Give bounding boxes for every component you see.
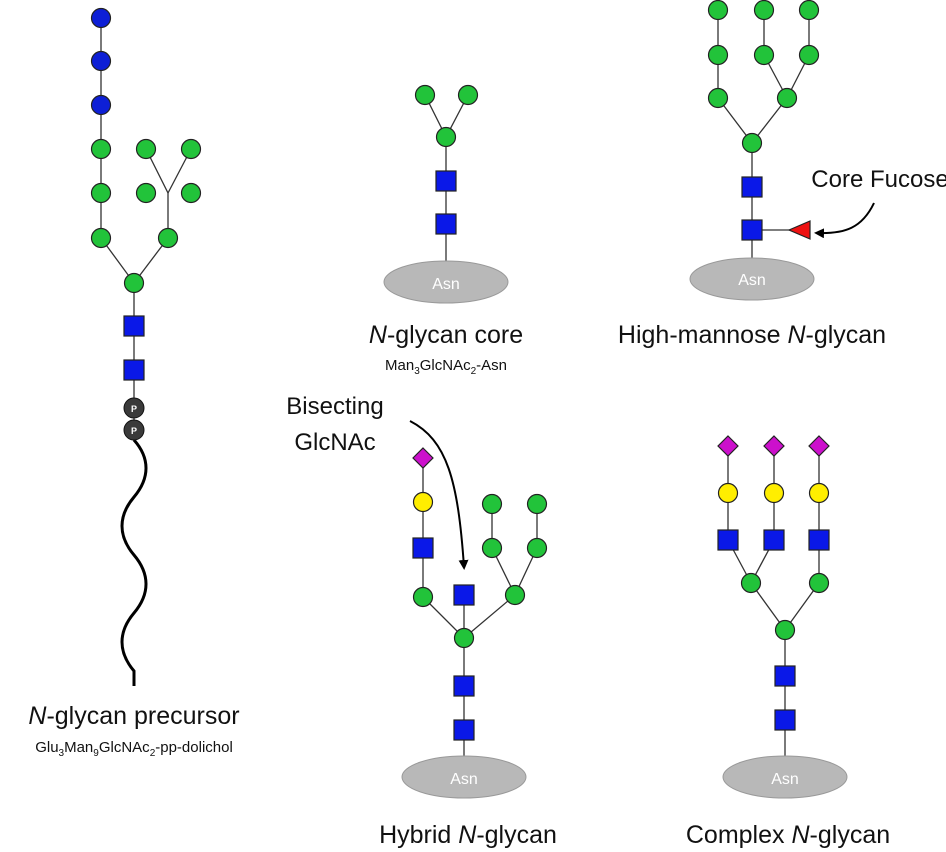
mannose-icon (798, 0, 820, 21)
mannose-icon (157, 227, 179, 249)
sialic-acid-icon (763, 435, 785, 457)
glycosidic-bond (463, 594, 516, 639)
glcnac-icon (741, 176, 763, 198)
mannose-icon (457, 84, 479, 106)
mannose-icon (412, 586, 434, 608)
galactose-icon (717, 482, 739, 504)
bisecting-note-line1: Bisecting (286, 393, 383, 420)
mannose-icon (526, 537, 548, 559)
core-fucose-arrow (814, 202, 875, 239)
glucose-icon (90, 50, 112, 72)
glcnac-icon (123, 359, 145, 381)
mannose-icon (798, 44, 820, 66)
glcnac-icon (774, 665, 796, 687)
mannose-icon (180, 182, 202, 204)
sialic-acid-icon (412, 447, 434, 469)
glcnac-icon (741, 219, 763, 241)
mannose-icon (753, 44, 775, 66)
mannose-icon (526, 493, 548, 515)
asn-label-high-mannose: Asn (738, 272, 766, 289)
high-mannose-caption: High-mannose N-glycan (618, 321, 886, 349)
mannose-icon (707, 87, 729, 109)
asn-label-hybrid: Asn (450, 771, 478, 788)
mannose-icon (481, 537, 503, 559)
glcnac-icon (412, 537, 434, 559)
mannose-icon (135, 138, 157, 160)
glcnac-icon (774, 709, 796, 731)
mannose-icon (808, 572, 830, 594)
core-formula: Man3GlcNAc2-Asn (385, 357, 507, 377)
phosphate-icon (123, 419, 145, 441)
core-fucose-note: Core Fucose (811, 166, 946, 193)
mannose-icon (90, 227, 112, 249)
phosphate-label-2: P (131, 426, 137, 436)
glcnac-icon (435, 170, 457, 192)
sialic-acid-icon (808, 435, 830, 457)
mannose-icon (740, 572, 762, 594)
precursor-formula: Glu3Man9GlcNAc2-pp-dolichol (35, 739, 233, 759)
mannose-icon (776, 87, 798, 109)
mannose-icon (741, 132, 763, 154)
asn-residue-complex (722, 755, 848, 799)
glcnac-icon (763, 529, 785, 551)
glcnac-icon (808, 529, 830, 551)
asn-label-complex: Asn (771, 771, 799, 788)
mannose-icon (707, 44, 729, 66)
mannose-icon (435, 126, 457, 148)
asn-residue-hybrid (401, 755, 527, 799)
glcnac-icon (453, 584, 475, 606)
mannose-icon (774, 619, 796, 641)
precursor-caption: N-glycan precursor (28, 702, 239, 730)
mannose-icon (180, 138, 202, 160)
mannose-icon (135, 182, 157, 204)
glucose-icon (90, 7, 112, 29)
glcnac-icon (453, 675, 475, 697)
bisecting-glcnac-arrow (409, 420, 469, 570)
core-caption: N-glycan core (369, 321, 523, 349)
bisecting-note-line2: GlcNAc (294, 429, 375, 456)
mannose-icon (90, 138, 112, 160)
complex-caption: Complex N-glycan (686, 821, 890, 849)
mannose-icon (504, 584, 526, 606)
glucose-icon (90, 94, 112, 116)
glcnac-icon (435, 213, 457, 235)
mannose-icon (453, 627, 475, 649)
mannose-icon (707, 0, 729, 21)
galactose-icon (763, 482, 785, 504)
mannose-icon (123, 272, 145, 294)
mannose-icon (414, 84, 436, 106)
asn-residue-high-mannose (689, 257, 815, 301)
phosphate-label-1: P (131, 404, 137, 414)
asn-label-core: Asn (432, 276, 460, 293)
mannose-icon (753, 0, 775, 21)
glcnac-icon (717, 529, 739, 551)
glcnac-icon (123, 315, 145, 337)
hybrid-caption: Hybrid N-glycan (379, 821, 557, 849)
sialic-acid-icon (717, 435, 739, 457)
glcnac-icon (453, 719, 475, 741)
phosphate-icon (123, 397, 145, 419)
galactose-icon (412, 491, 434, 513)
asn-residue-core (383, 260, 509, 304)
galactose-icon (808, 482, 830, 504)
mannose-icon (481, 493, 503, 515)
mannose-icon (90, 182, 112, 204)
fucose-icon (787, 220, 811, 240)
dolichol-chain (120, 439, 148, 686)
